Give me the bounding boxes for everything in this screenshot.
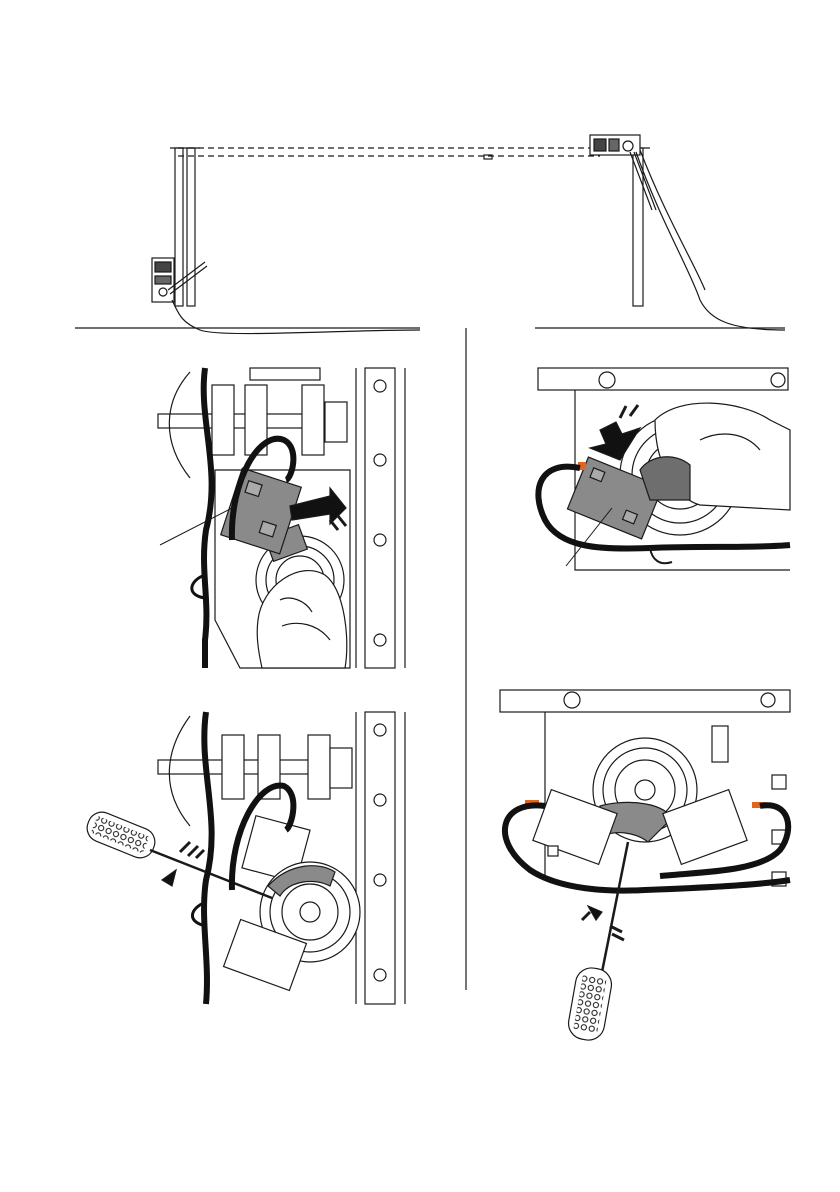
step-a-panel xyxy=(158,368,405,668)
step-c-panel xyxy=(83,712,405,1004)
overview-panel xyxy=(75,135,785,334)
screwdriver-icon xyxy=(566,842,628,1043)
step-b-panel xyxy=(538,368,790,570)
step-d-panel xyxy=(500,690,790,1043)
right-operator xyxy=(590,135,656,210)
power-cable xyxy=(204,712,212,1004)
power-cable xyxy=(204,368,212,668)
